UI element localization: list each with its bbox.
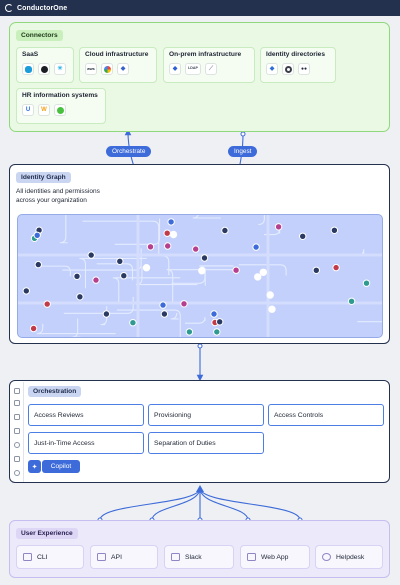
gear-icon[interactable] [14, 442, 20, 448]
hr-icon-u: U [22, 104, 34, 116]
conductorone-logo-icon [5, 4, 13, 12]
doc-icon[interactable] [14, 428, 20, 434]
connectors-title: Connectors [16, 30, 63, 41]
description-line: All identities and permissions [16, 188, 100, 195]
feature-just-in-time-access[interactable]: Just-in-Time Access [28, 432, 144, 454]
channel-label: Slack [185, 553, 202, 561]
channel-helpdesk[interactable]: Helpdesk [315, 545, 383, 569]
home-icon[interactable] [14, 388, 20, 394]
connector-group-cloud: Cloud infrastructure aws ◆ [79, 47, 157, 83]
ux-fan-lines [99, 487, 301, 521]
list-icon[interactable] [14, 400, 20, 406]
top-header: ConductorOne [0, 0, 400, 16]
network-trunks [18, 215, 382, 337]
brand-name: ConductorOne [17, 4, 68, 12]
network-map [18, 215, 382, 337]
server-icon: ⟋ [205, 63, 217, 75]
connector-group-title: Cloud infrastructure [85, 51, 149, 58]
identity-graph-network [17, 214, 383, 338]
channel-label: Web App [261, 553, 289, 561]
grid-icon[interactable] [14, 414, 20, 420]
azure-icon: ◆ [117, 63, 129, 75]
graph-out-dot [197, 343, 203, 349]
connector-group-identity: Identity directories ◆ ●● [260, 47, 336, 83]
copilot-button[interactable]: Copilot [42, 460, 80, 473]
slack-icon [171, 553, 180, 561]
api-icon [97, 553, 106, 561]
settings-icon[interactable] [14, 470, 20, 476]
snowflake-icon: ✳ [54, 63, 66, 75]
terminal-icon [23, 553, 32, 561]
table-icon[interactable] [14, 456, 20, 462]
user-experience-title: User Experience [16, 528, 78, 539]
ingest-origin-dot [240, 131, 246, 137]
channel-slack[interactable]: Slack [164, 545, 234, 569]
jumpcloud-icon: ●● [298, 63, 310, 75]
github-icon [38, 63, 50, 75]
connector-group-hr: HR information systems U W [16, 88, 106, 124]
description-line: across your organization [16, 197, 87, 204]
feature-separation-of-duties[interactable]: Separation of Duties [148, 432, 264, 454]
identity-graph-title: Identity Graph [16, 172, 71, 183]
connector-group-title: Identity directories [266, 51, 325, 58]
feature-provisioning[interactable]: Provisioning [148, 404, 264, 426]
channel-label: API [111, 553, 122, 561]
hr-icon-green [54, 104, 66, 116]
connector-group-title: HR information systems [22, 92, 98, 99]
channel-label: Helpdesk [336, 553, 365, 561]
connector-group-title: SaaS [22, 51, 39, 58]
channel-web-app[interactable]: Web App [240, 545, 310, 569]
channel-api[interactable]: API [90, 545, 158, 569]
orchestration-sidebar [11, 381, 24, 482]
network-lines [35, 215, 382, 337]
connector-group-title: On-prem infrastructure [169, 51, 242, 58]
gcp-icon [101, 63, 113, 75]
salesforce-icon [22, 63, 34, 75]
network-nodes [22, 218, 371, 336]
okta-icon [282, 63, 294, 75]
channel-label: CLI [37, 553, 48, 561]
active-directory-icon: ◆ [169, 63, 181, 75]
ux-arrowhead [196, 485, 204, 492]
ingest-label: Ingest [228, 146, 258, 157]
connector-group-saas: SaaS ✳ [16, 47, 74, 83]
aws-icon: aws [85, 63, 97, 75]
ldap-icon: LDAP [185, 63, 201, 75]
orchestrate-label: Orchestrate [106, 146, 152, 157]
identity-graph-description: All identities and permissions across yo… [16, 187, 196, 205]
orchestration-title: Orchestration [28, 386, 82, 397]
connector-group-onprem: On-prem infrastructure ◆ LDAP ⟋ [163, 47, 255, 83]
entra-icon: ◆ [266, 63, 278, 75]
copilot-icon[interactable]: ✦ [28, 460, 41, 473]
helpdesk-icon [322, 553, 331, 561]
channel-cli[interactable]: CLI [16, 545, 84, 569]
browser-icon [247, 553, 256, 561]
workday-icon: W [38, 104, 50, 116]
feature-access-reviews[interactable]: Access Reviews [28, 404, 144, 426]
feature-access-controls[interactable]: Access Controls [268, 404, 384, 426]
